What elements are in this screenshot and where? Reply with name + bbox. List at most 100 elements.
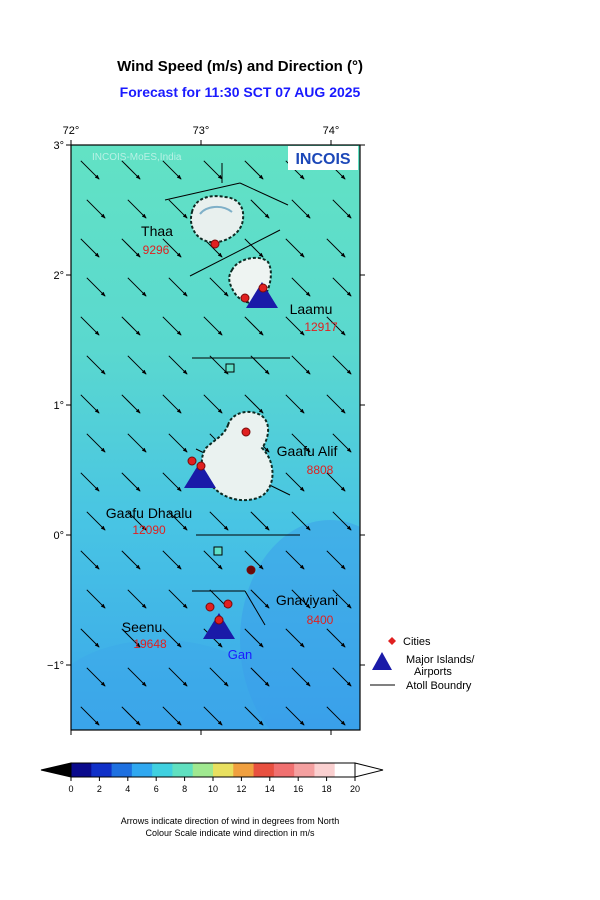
wind-arrow [127,199,147,219]
y-tick-label: 0° [53,530,64,542]
wind-arrow [86,589,106,609]
wind-arrow [326,316,346,336]
airport-label-gan: Gan [228,647,253,662]
wind-arrow [209,277,229,297]
colorbar-tick-label: 4 [125,784,130,794]
wind-arrow [86,277,106,297]
legend-boundary-label: Atoll Boundry [406,680,472,692]
colorbar-tick-label: 8 [182,784,187,794]
wind-arrow [285,316,305,336]
note-arrows: Arrows indicate direction of wind in deg… [120,816,340,826]
atoll-name-gaafu-dhaalu: Gaafu Dhaalu [106,505,192,521]
note-colour-scale: Colour Scale indicate wind direction in … [145,828,315,838]
wind-arrow [203,706,223,726]
wind-arrow [168,667,188,687]
wind-arrow [121,706,141,726]
y-tick-label: 1° [53,400,64,412]
wind-arrow [162,706,182,726]
wind-arrow [127,433,147,453]
colorbar-tick-label: 12 [236,784,246,794]
wind-arrow [332,199,352,219]
colorbar-tick-label: 16 [293,784,303,794]
wind-arrow [285,550,305,570]
wind-arrow [121,238,141,258]
wind-arrow [80,628,100,648]
wind-arrow [80,472,100,492]
wind-arrow [127,667,147,687]
colorbar-underflow [40,762,72,778]
atoll-value-laamu: 12917 [304,320,338,334]
colorbar-segment [131,763,153,777]
colorbar-segment [172,763,194,777]
wind-arrow [244,160,264,180]
wind-arrow [80,160,100,180]
wind-arrow [244,238,264,258]
y-tick-label: 3° [53,140,64,152]
colorbar-segment [213,763,234,777]
colorbar-segment [314,763,336,777]
wind-arrow [162,160,182,180]
legend-city-icon [388,637,396,645]
wind-arrow [209,355,229,375]
wind-arrow [326,706,346,726]
axis-ticks [66,140,365,735]
wind-arrow [80,316,100,336]
wind-arrow [121,394,141,414]
wind-arrow [285,706,305,726]
wind-arrow [250,589,270,609]
legend-airports-label: Airports [414,666,452,678]
colorbar-segment [152,763,173,777]
island-gaafu [200,410,274,502]
colorbar-segment [111,763,133,777]
wind-arrow [121,472,141,492]
y-tick-label: 2° [53,270,64,282]
wind-arrow [291,511,311,531]
map-frame [70,144,361,731]
atoll-name-gaafu-alif: Gaafu Alif [277,443,338,459]
colorbar-tick-label: 20 [350,784,360,794]
legend-cities-label: Cities [403,636,431,648]
wind-arrow [250,511,270,531]
wind-arrow [86,511,106,531]
wind-arrow [127,511,147,531]
wind-arrow [86,355,106,375]
colorbar [40,762,384,778]
colorbar-tick-label: 2 [97,784,102,794]
island-thaa [190,195,245,244]
incois-logo: INCOIS [288,146,358,170]
wind-arrow [250,199,270,219]
wind-arrow [162,394,182,414]
map-legend: Cities Major Islands/ Airports Atoll Bou… [370,636,475,692]
wind-arrow [291,199,311,219]
wind-arrow [168,589,188,609]
wind-arrow [127,355,147,375]
airport-markers [184,282,278,639]
colorbar-tick-label: 6 [154,784,159,794]
logo-text: INCOIS [295,151,350,168]
colorbar-segment [233,763,255,777]
x-tick-label: 74° [323,125,340,137]
wind-arrow [127,589,147,609]
wind-arrow [168,511,188,531]
wind-arrow [326,550,346,570]
wind-arrow [332,277,352,297]
atoll-boundaries [164,163,300,626]
wind-arrow [162,628,182,648]
wind-arrow [80,394,100,414]
wind-arrow [291,355,311,375]
wind-arrow [162,472,182,492]
wind-arrow [168,277,188,297]
atoll-name-seenu: Seenu [122,619,162,635]
city-markers [187,239,268,625]
wind-arrow [244,550,264,570]
wind-arrow [332,511,352,531]
wind-arrow [285,238,305,258]
x-tick-label: 73° [193,125,210,137]
wind-arrow [162,550,182,570]
wind-arrow [203,316,223,336]
wind-arrow [121,160,141,180]
wind-arrow [121,628,141,648]
atoll-value-gaafu-dhaalu: 12090 [132,523,166,537]
